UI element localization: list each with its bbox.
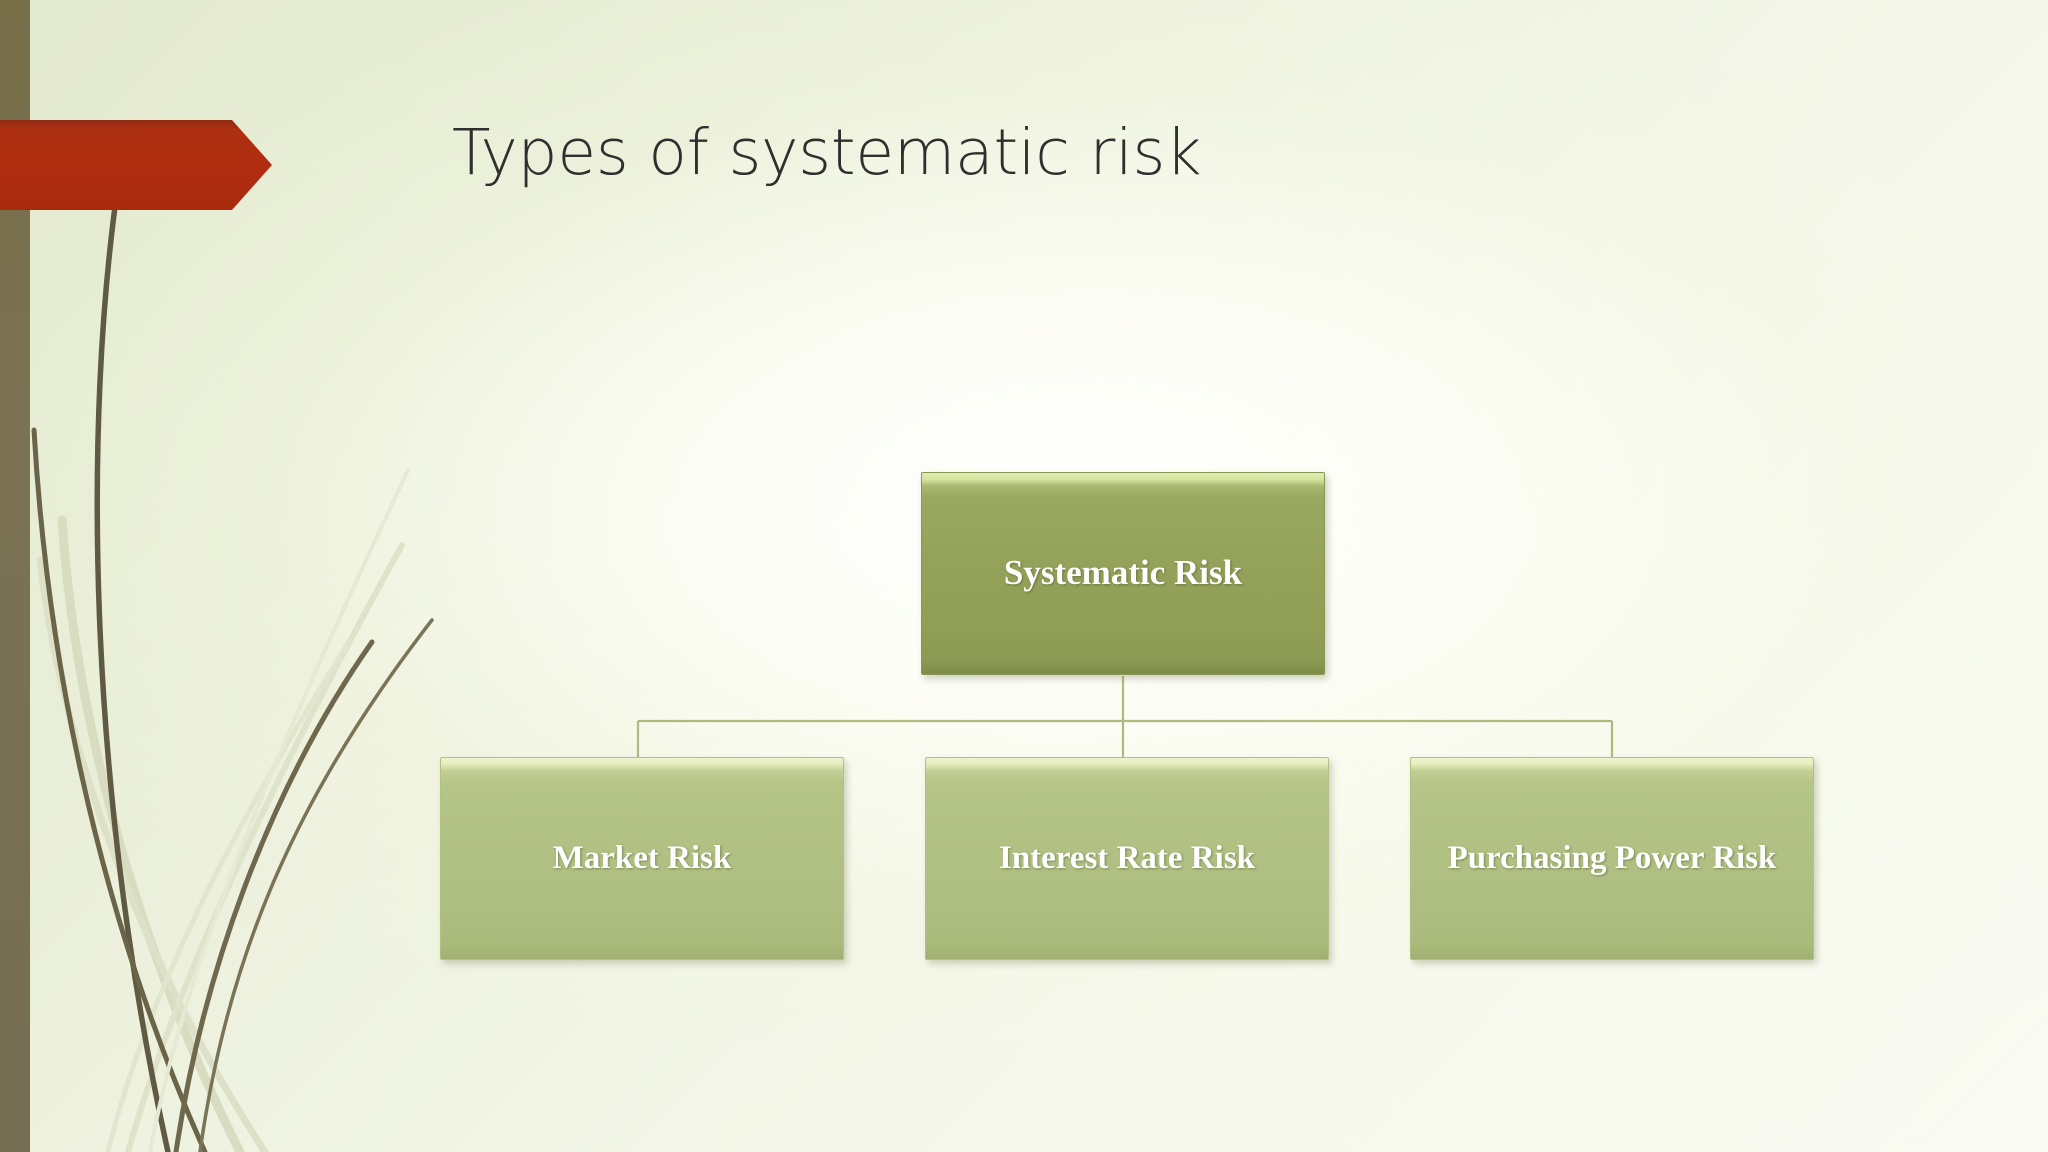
org-node-label: Market Risk	[552, 840, 732, 877]
title-accent-arrow	[0, 120, 272, 210]
org-node-label: Systematic Risk	[1003, 553, 1243, 593]
org-node-interest-rate-risk[interactable]: Interest Rate Risk	[925, 757, 1329, 960]
org-node-systematic-risk[interactable]: Systematic Risk	[921, 472, 1325, 675]
org-node-market-risk[interactable]: Market Risk	[440, 757, 844, 960]
page-title: Types of systematic risk	[452, 116, 1202, 189]
org-node-purchasing-power-risk[interactable]: Purchasing Power Risk	[1410, 757, 1814, 960]
org-node-label: Purchasing Power Risk	[1447, 840, 1777, 877]
org-node-label: Interest Rate Risk	[998, 840, 1256, 877]
